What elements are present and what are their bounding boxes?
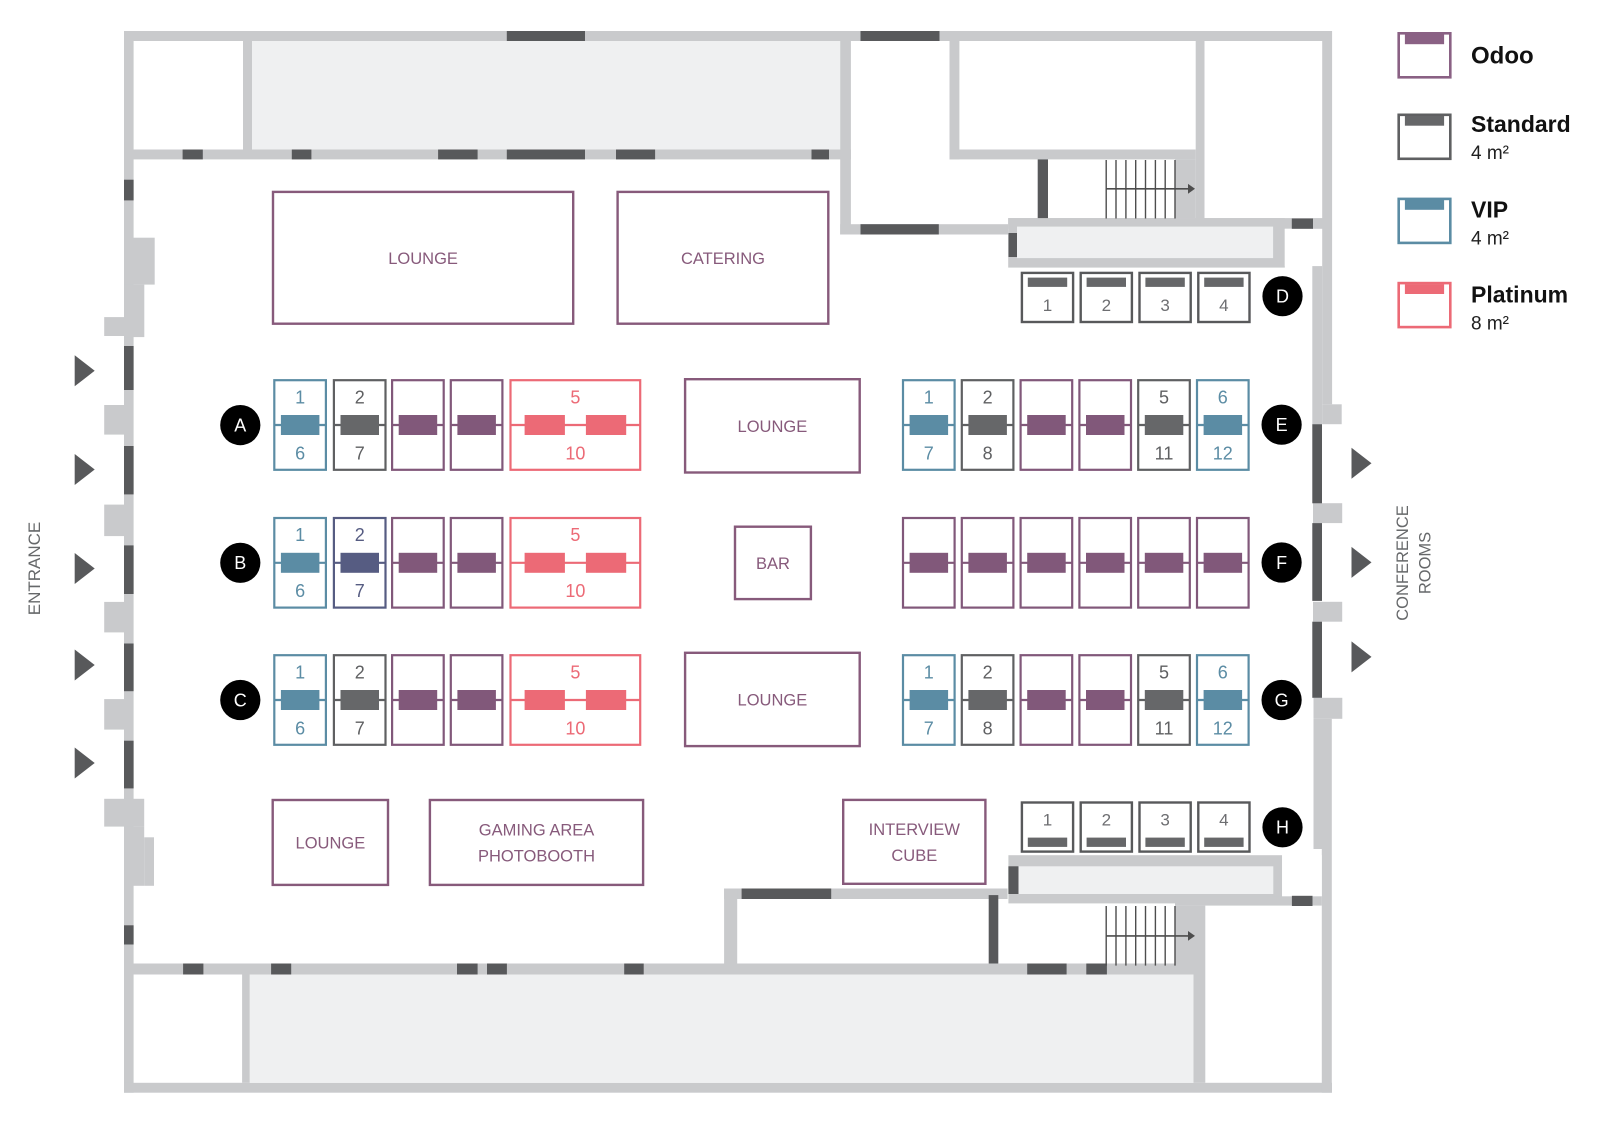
svg-text:1: 1 — [1043, 810, 1052, 829]
svg-text:5: 5 — [570, 662, 580, 682]
svg-text:8: 8 — [983, 443, 993, 463]
svg-text:6: 6 — [295, 718, 305, 738]
svg-text:10: 10 — [565, 581, 585, 601]
svg-text:LOUNGE: LOUNGE — [388, 250, 458, 268]
svg-text:12: 12 — [1213, 443, 1233, 463]
svg-text:Odoo: Odoo — [1471, 43, 1534, 70]
svg-text:5: 5 — [1159, 662, 1169, 682]
svg-text:F: F — [1276, 553, 1287, 573]
svg-text:8 m²: 8 m² — [1471, 314, 1509, 335]
svg-text:6: 6 — [295, 581, 305, 601]
svg-text:CUBE: CUBE — [891, 847, 937, 865]
svg-text:GAMING AREA: GAMING AREA — [479, 821, 595, 839]
svg-text:1: 1 — [295, 387, 305, 407]
svg-text:12: 12 — [1213, 718, 1233, 738]
svg-text:5: 5 — [1159, 387, 1169, 407]
svg-text:2: 2 — [1102, 810, 1111, 829]
svg-text:1: 1 — [924, 662, 934, 682]
svg-text:4 m²: 4 m² — [1471, 229, 1509, 250]
svg-text:3: 3 — [1160, 810, 1169, 829]
svg-text:7: 7 — [355, 581, 365, 601]
svg-text:4: 4 — [1219, 810, 1228, 829]
svg-text:INTERVIEW: INTERVIEW — [869, 821, 961, 839]
svg-text:C: C — [234, 690, 247, 710]
svg-text:6: 6 — [295, 443, 305, 463]
svg-text:D: D — [1276, 287, 1289, 307]
svg-text:B: B — [234, 553, 246, 573]
svg-text:4: 4 — [1219, 296, 1228, 315]
svg-text:5: 5 — [570, 387, 580, 407]
svg-text:Platinum: Platinum — [1471, 282, 1568, 308]
svg-text:VIP: VIP — [1471, 197, 1508, 223]
svg-text:H: H — [1276, 818, 1289, 838]
svg-text:A: A — [234, 415, 246, 435]
svg-text:LOUNGE: LOUNGE — [296, 834, 366, 852]
svg-text:4 m²: 4 m² — [1471, 143, 1509, 164]
svg-text:G: G — [1275, 690, 1289, 710]
svg-text:6: 6 — [1218, 387, 1228, 407]
svg-text:BAR: BAR — [756, 555, 790, 573]
svg-text:7: 7 — [924, 718, 934, 738]
svg-text:ROOMS: ROOMS — [1417, 532, 1435, 594]
svg-text:2: 2 — [1102, 296, 1111, 315]
svg-text:7: 7 — [355, 718, 365, 738]
svg-text:CATERING: CATERING — [681, 250, 765, 268]
svg-text:10: 10 — [565, 443, 585, 463]
svg-text:2: 2 — [983, 662, 993, 682]
svg-text:Standard: Standard — [1471, 111, 1571, 137]
svg-text:LOUNGE: LOUNGE — [738, 691, 808, 709]
svg-text:1: 1 — [295, 525, 305, 545]
svg-text:6: 6 — [1218, 662, 1228, 682]
svg-text:2: 2 — [355, 662, 365, 682]
svg-text:7: 7 — [924, 443, 934, 463]
svg-text:8: 8 — [983, 718, 993, 738]
svg-text:1: 1 — [924, 387, 934, 407]
svg-text:ENTRANCE: ENTRANCE — [25, 522, 44, 616]
svg-text:3: 3 — [1160, 296, 1169, 315]
svg-text:2: 2 — [983, 387, 993, 407]
svg-text:10: 10 — [565, 718, 585, 738]
svg-text:5: 5 — [570, 525, 580, 545]
svg-text:2: 2 — [355, 525, 365, 545]
svg-text:2: 2 — [355, 387, 365, 407]
svg-text:PHOTOBOOTH: PHOTOBOOTH — [478, 847, 595, 865]
svg-text:11: 11 — [1155, 718, 1174, 738]
svg-text:E: E — [1276, 415, 1288, 435]
svg-text:7: 7 — [355, 443, 365, 463]
svg-text:CONFERENCE: CONFERENCE — [1394, 505, 1412, 621]
svg-text:1: 1 — [295, 662, 305, 682]
svg-text:11: 11 — [1155, 443, 1174, 463]
svg-text:1: 1 — [1043, 296, 1052, 315]
svg-text:LOUNGE: LOUNGE — [738, 418, 808, 436]
